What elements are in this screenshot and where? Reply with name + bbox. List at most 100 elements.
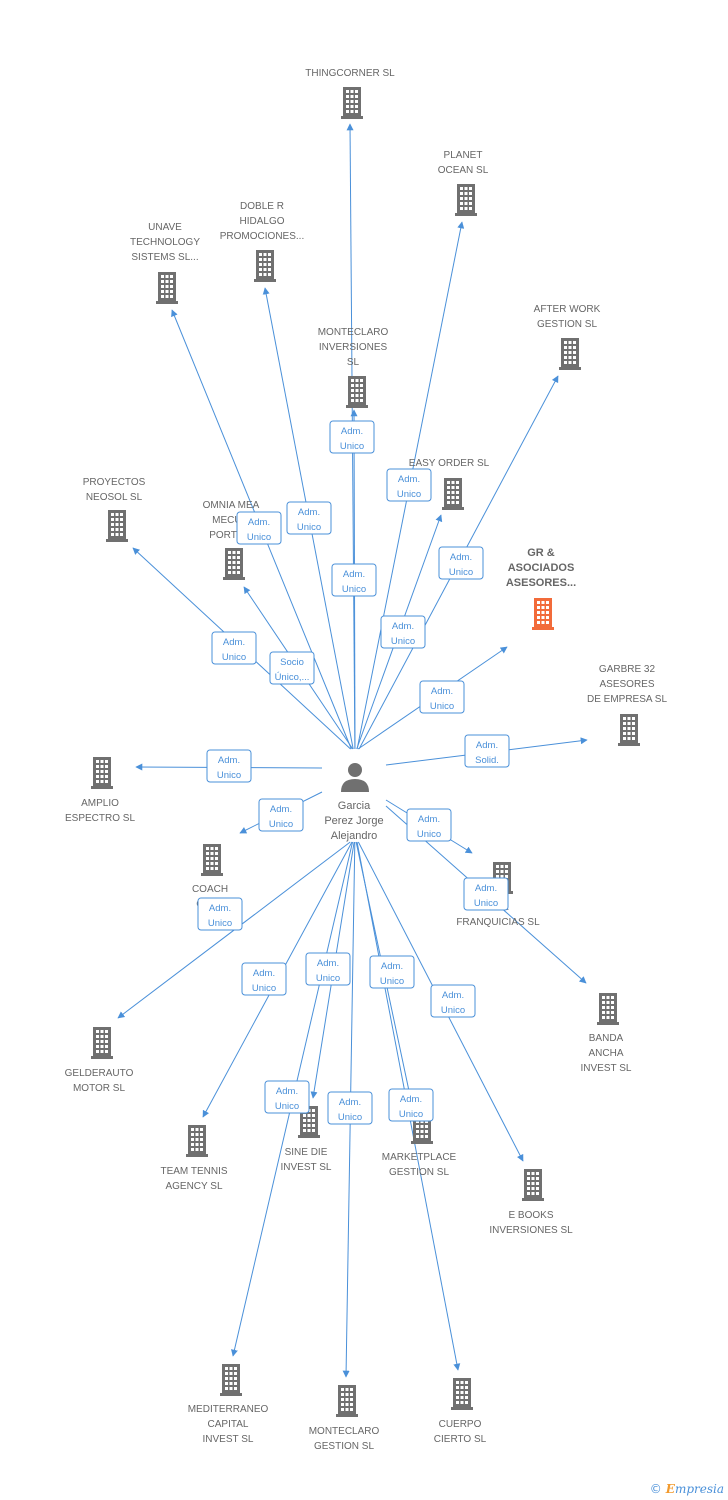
role-badge-franquicias[interactable]: Adm.Unico	[406, 808, 452, 842]
role-text: Adm.	[442, 990, 464, 1001]
company-name: INVEST SL	[281, 1162, 332, 1173]
role-badge-after-work[interactable]: Adm.Unico	[438, 546, 484, 580]
building-icon	[201, 844, 223, 876]
role-badge-amplio-espectro[interactable]: Adm.Unico	[206, 749, 252, 783]
building-icon	[156, 272, 178, 304]
role-badge-gelderauto[interactable]: Adm.Unico	[197, 897, 243, 931]
empresia-logo: ©Empresia	[650, 1482, 724, 1496]
company-node-easy-order[interactable]: EASY ORDER SL	[409, 458, 490, 510]
company-node-thingcorner[interactable]: THINGCORNER SL	[305, 68, 395, 119]
role-badge-gr-asociados[interactable]: Adm. Unico	[419, 680, 465, 714]
company-name: GELDERAUTO	[65, 1068, 134, 1079]
building-icon	[223, 548, 245, 580]
building-icon	[455, 184, 477, 216]
company-name: MONTECLARO	[309, 1426, 380, 1437]
role-badge-monteclaro-inversiones[interactable]: Adm.Unico	[331, 563, 377, 597]
role-text: Adm.	[398, 474, 420, 485]
role-text: Adm.	[431, 686, 453, 697]
company-node-omnia-mea[interactable]: OMNIA MEAMECUMPORTO...	[203, 500, 260, 580]
role-badge-thingcorner[interactable]: Adm.Unico	[329, 420, 375, 454]
role-text: Adm.	[298, 507, 320, 518]
role-text: Solid.	[475, 755, 499, 766]
role-badge-proyectos-neosol[interactable]: Adm.Unico	[211, 631, 257, 665]
person-name: Garcia	[338, 800, 371, 812]
company-name: INVERSIONES SL	[489, 1225, 573, 1236]
building-icon	[186, 1125, 208, 1157]
role-badge-cuerpo-cierto[interactable]: Adm.Unico	[388, 1088, 434, 1122]
role-text: Unico	[340, 441, 364, 452]
company-name: NEOSOL SL	[86, 492, 143, 503]
role-text: Unico	[269, 819, 293, 830]
role-text: Adm.	[343, 569, 365, 580]
role-text: Unico	[217, 770, 241, 781]
role-badge-easy-order[interactable]: Adm.Unico	[380, 615, 426, 649]
role-text: Unico	[430, 701, 454, 712]
role-text: Unico	[449, 567, 473, 578]
company-name: ASESORES...	[506, 577, 576, 589]
company-node-gr-asociados[interactable]: GR &ASOCIADOSASESORES...	[506, 547, 576, 630]
company-name: MARKETPLACE	[382, 1152, 457, 1163]
role-badge-banda-ancha[interactable]: Adm.Unico	[463, 877, 509, 911]
role-badge-coach[interactable]: Adm. Unico	[258, 798, 304, 832]
building-icon	[597, 993, 619, 1025]
role-badge-planet-ocean[interactable]: Adm. Unico	[386, 468, 432, 502]
company-node-doble-r[interactable]: DOBLE RHIDALGOPROMOCIONES...	[220, 201, 304, 282]
building-icon	[346, 376, 368, 408]
company-name: ASOCIADOS	[508, 562, 575, 574]
company-name: GESTION SL	[537, 319, 597, 330]
company-name: THINGCORNER SL	[305, 68, 395, 79]
building-icon	[220, 1364, 242, 1396]
company-name: DOBLE R	[240, 201, 284, 212]
role-text: Adm.	[381, 961, 403, 972]
company-name: DE EMPRESA SL	[587, 694, 667, 705]
brand-initial: E	[665, 1482, 675, 1496]
role-badge-monteclaro-gestion[interactable]: Adm. Unico	[327, 1091, 373, 1125]
role-badge-unave[interactable]: Adm.Unico	[236, 511, 282, 545]
brand-name: mpresia	[674, 1482, 724, 1496]
role-text: Unico	[397, 489, 421, 500]
person-icon	[341, 763, 369, 792]
role-text: Adm.	[339, 1097, 361, 1108]
company-name: PORTO...	[209, 530, 253, 541]
role-badge-doble-r[interactable]: Adm.Unico	[286, 501, 332, 535]
role-text: Unico	[338, 1112, 362, 1123]
role-badge-mediterraneo[interactable]: Adm.Unico	[264, 1080, 310, 1114]
role-badge-marketplace[interactable]: Adm.Unico	[369, 955, 415, 989]
role-text: Adm.	[270, 804, 292, 815]
role-badge-sine-die[interactable]: Adm.Unico	[305, 952, 351, 986]
role-text: Unico	[441, 1005, 465, 1016]
company-name: EASY ORDER SL	[409, 458, 490, 469]
company-name: MEDITERRANEO	[188, 1404, 269, 1415]
role-text: Unico	[417, 829, 441, 840]
role-badge-garbre-32[interactable]: Adm.Solid.	[464, 734, 510, 768]
role-text: Adm.	[400, 1094, 422, 1105]
role-badge-team-tennis[interactable]: Adm.Unico	[241, 962, 287, 996]
building-icon	[254, 250, 276, 282]
company-name: ESPECTRO SL	[65, 813, 135, 824]
role-badge-e-books[interactable]: Adm. Unico	[430, 984, 476, 1018]
company-name: OCEAN SL	[438, 165, 489, 176]
building-icon	[522, 1169, 544, 1201]
company-name: CAPITAL	[208, 1419, 249, 1430]
role-badge-omnia-mea[interactable]: SocioÚnico,...	[269, 651, 315, 685]
company-name: CIERTO SL	[434, 1434, 487, 1445]
company-name: TECHNOLOGY	[130, 237, 200, 248]
